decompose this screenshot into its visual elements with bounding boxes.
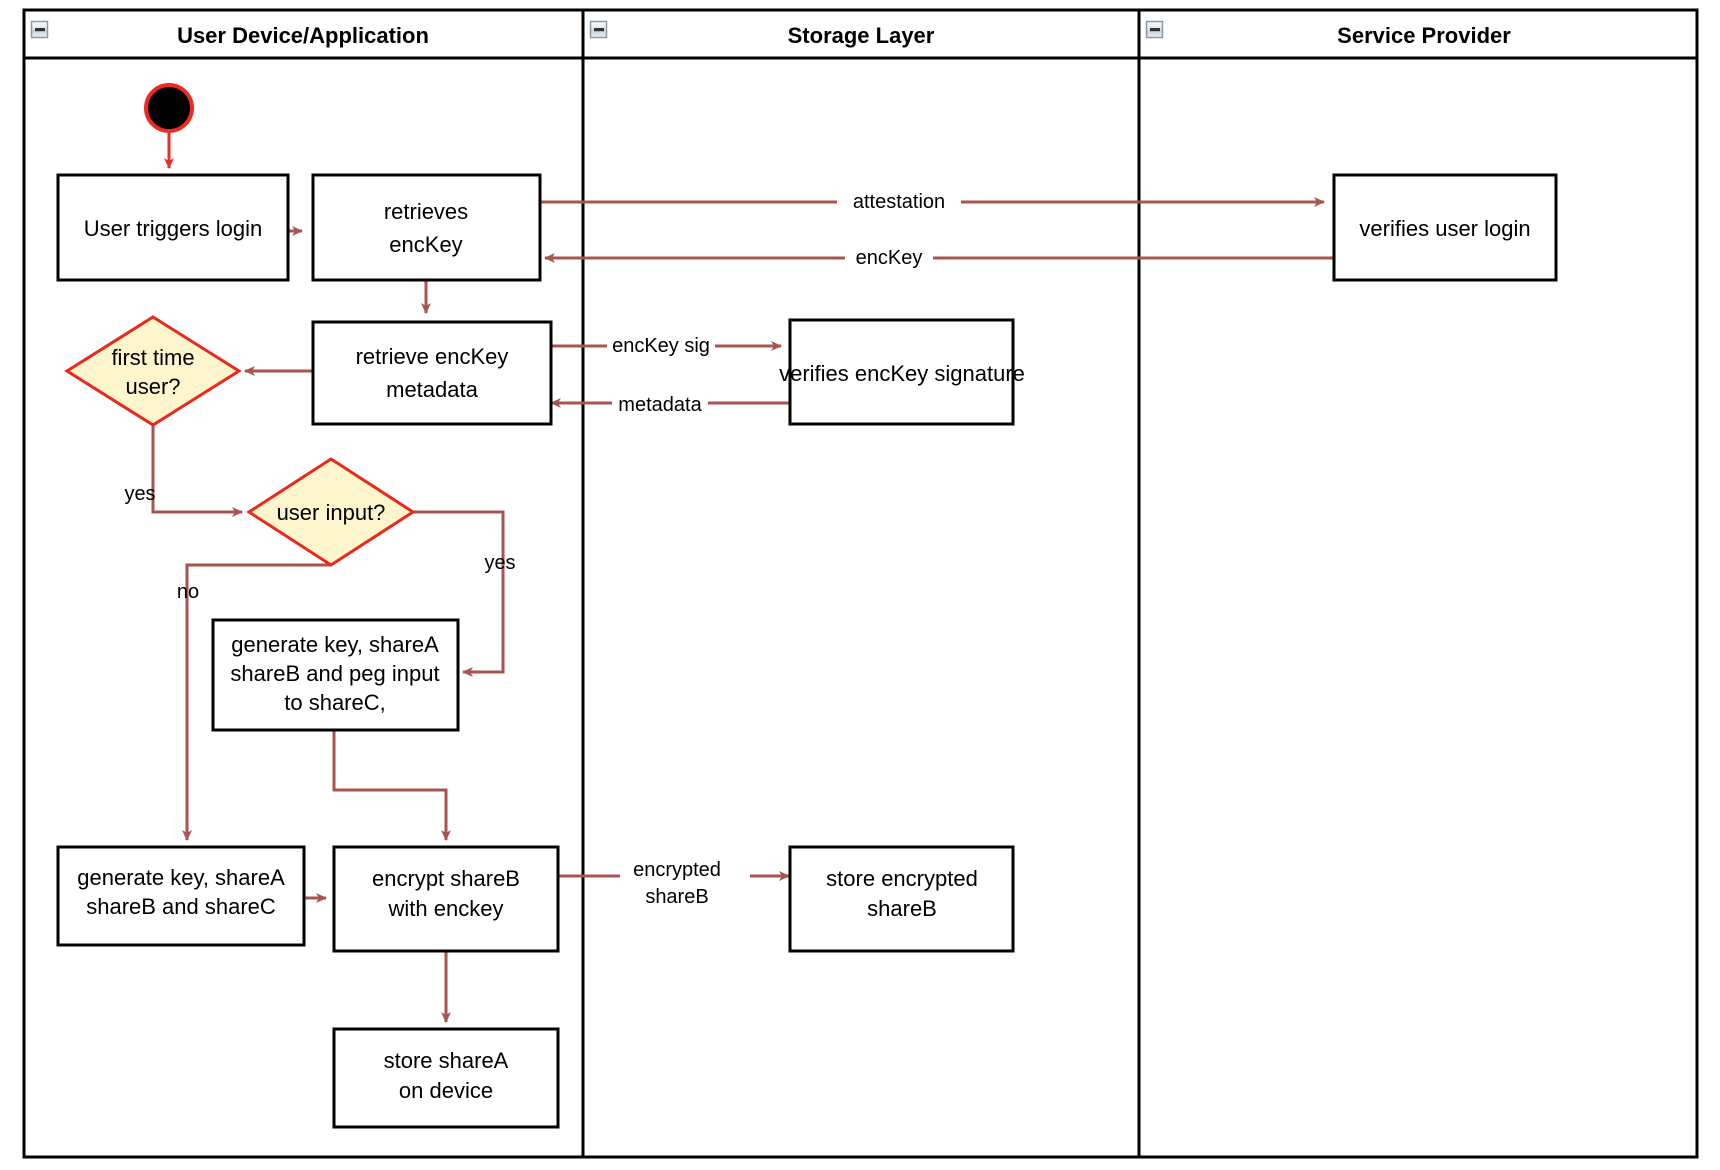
node-label-line-1: generate key, shareA xyxy=(231,632,439,657)
initial-node xyxy=(144,83,194,133)
node-label: user input? xyxy=(277,500,386,525)
diagram-frame xyxy=(22,8,1699,1159)
edge-userinput-no xyxy=(182,563,331,841)
edge-label-first-time-yes: yes xyxy=(124,483,155,505)
node-label-line-3: to shareC, xyxy=(284,690,386,715)
edge-label-text-line-1: encrypted xyxy=(633,859,721,881)
edge-label-user-input-yes: yes xyxy=(484,552,515,574)
node-label: User triggers login xyxy=(84,216,263,241)
node-encrypt-shareb[interactable]: encrypt shareB with enckey xyxy=(332,845,560,953)
node-label-line-2: user? xyxy=(125,374,180,399)
node-decision-user-input[interactable]: user input? xyxy=(246,457,416,567)
minimize-icon[interactable] xyxy=(589,20,608,39)
node-label: verifies encKey signature xyxy=(779,361,1025,386)
edge-label-encrypted-shareb: encrypted shareB xyxy=(620,855,750,911)
edge-peg-to-encrypt xyxy=(332,729,451,841)
edge-label-text: attestation xyxy=(853,191,945,213)
node-generate-peg[interactable]: generate key, shareA shareB and peg inpu… xyxy=(211,618,460,732)
node-retrieves-enckey[interactable]: retrieves encKey xyxy=(311,173,542,282)
node-user-triggers-login[interactable]: User triggers login xyxy=(56,173,290,282)
node-label-line-1: first time xyxy=(111,345,194,370)
node-label-line-1: store shareA xyxy=(384,1048,509,1073)
node-label-line-2: encKey xyxy=(389,232,462,257)
lane-title-service: Service Provider xyxy=(1337,23,1511,48)
node-verifies-user-login[interactable]: verifies user login xyxy=(1332,173,1558,282)
node-label-line-2: shareB xyxy=(867,896,937,921)
edge-label-text: encKey sig xyxy=(612,335,710,357)
lane-header-user-device: User Device/Application xyxy=(30,20,429,48)
edge-label-text: metadata xyxy=(618,394,702,416)
lane-header-service: Service Provider xyxy=(1145,20,1511,48)
node-label-line-2: on device xyxy=(399,1078,493,1103)
node-store-encrypted-shareb[interactable]: store encrypted shareB xyxy=(788,845,1015,953)
lane-header-storage: Storage Layer xyxy=(589,20,935,48)
edge-label-attestation: attestation xyxy=(837,187,961,213)
lane-title-storage: Storage Layer xyxy=(788,23,935,48)
node-label-line-1: store encrypted xyxy=(826,866,978,891)
edge-label-text-line-2: shareB xyxy=(645,886,708,908)
node-verifies-enckey-signature[interactable]: verifies encKey signature xyxy=(779,318,1025,426)
node-label-line-1: encrypt shareB xyxy=(372,866,520,891)
minimize-icon[interactable] xyxy=(1145,20,1164,39)
node-label-line-1: generate key, shareA xyxy=(77,865,285,890)
lane-title-user-device: User Device/Application xyxy=(177,23,429,48)
node-label-line-2: shareB and peg input xyxy=(230,661,439,686)
edge-label-user-input-no: no xyxy=(177,581,199,603)
node-retrieve-enckey-metadata[interactable]: retrieve encKey metadata xyxy=(311,320,553,426)
node-store-sharea[interactable]: store shareA on device xyxy=(332,1027,560,1129)
node-label-line-1: retrieve encKey xyxy=(356,344,509,369)
edge-label-enckey: encKey xyxy=(845,243,933,269)
node-decision-first-time-user[interactable]: first time user? xyxy=(64,315,242,427)
minimize-icon[interactable] xyxy=(30,20,49,39)
edge-label-text: encKey xyxy=(856,247,923,269)
node-generate-abc[interactable]: generate key, shareA shareB and shareC xyxy=(56,845,306,947)
edge-firsttime-yes xyxy=(151,418,243,517)
node-label-line-1: retrieves xyxy=(384,199,468,224)
node-label-line-2: with enckey xyxy=(388,896,504,921)
edge-label-enckey-sig: encKey sig xyxy=(607,331,715,357)
node-label-line-2: shareB and shareC xyxy=(86,894,276,919)
node-label-line-2: metadata xyxy=(386,377,478,402)
edge-label-metadata: metadata xyxy=(612,390,708,416)
edge-userinput-yes xyxy=(410,510,505,677)
node-label: verifies user login xyxy=(1359,216,1530,241)
